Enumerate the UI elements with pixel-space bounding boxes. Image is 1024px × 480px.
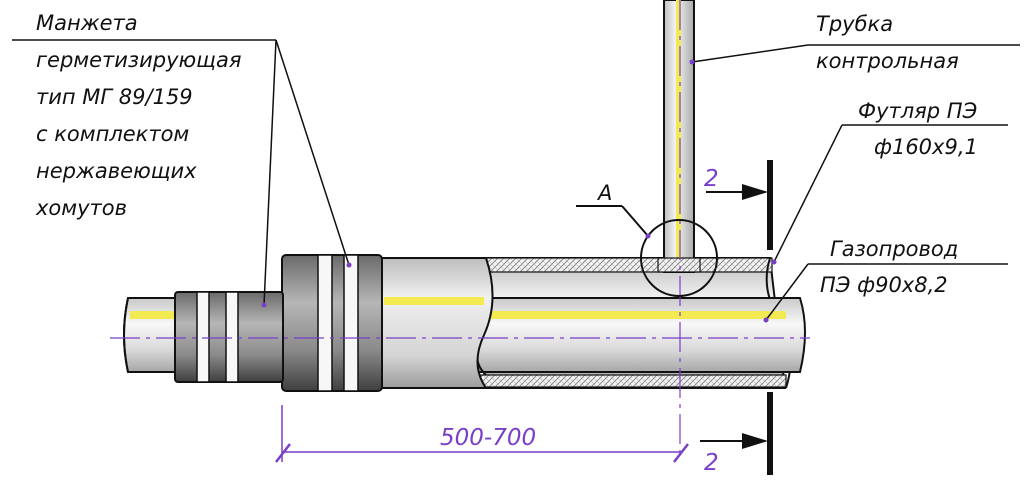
cuff-label-line2: герметизирующая bbox=[36, 48, 241, 72]
dimension-line bbox=[275, 405, 689, 463]
case-wall-top bbox=[481, 257, 773, 273]
case-label-line1: Футляр ПЭ bbox=[858, 99, 978, 123]
cuff-label: Манжета герметизирующая тип МГ 89/159 с … bbox=[35, 11, 241, 220]
case-label: Футляр ПЭ ф160х9,1 bbox=[858, 99, 978, 159]
cuff-label-line1: Манжета bbox=[36, 11, 138, 35]
cuff-label-line3: тип МГ 89/159 bbox=[36, 85, 193, 109]
section-cut-top bbox=[706, 160, 773, 250]
dimension-label: 500-700 bbox=[440, 425, 536, 451]
pipe-label-line1: Газопровод bbox=[830, 237, 958, 261]
clamp-2 bbox=[343, 254, 359, 392]
leader-dots bbox=[261, 59, 777, 323]
leader-lines bbox=[12, 39, 1020, 321]
clamp-3 bbox=[196, 291, 210, 383]
cuff-label-line6: хомутов bbox=[35, 196, 127, 220]
section-cut-bottom bbox=[700, 392, 773, 475]
tube-label: Трубка контрольная bbox=[816, 12, 959, 73]
case-wall-bottom bbox=[479, 374, 787, 388]
pipe-label-line2: ПЭ ф90х8,2 bbox=[820, 273, 948, 297]
control-tube bbox=[657, 0, 701, 273]
section-label-top: 2 bbox=[704, 166, 719, 192]
clamp-4 bbox=[225, 291, 239, 383]
pipe-label: Газопровод ПЭ ф90х8,2 bbox=[820, 237, 958, 297]
callout-label-a: А bbox=[596, 181, 612, 205]
case-label-line2: ф160х9,1 bbox=[874, 135, 978, 159]
cuff-label-line5: нержавеющих bbox=[36, 159, 197, 183]
clamp-1 bbox=[317, 254, 333, 392]
cuff-sleeve bbox=[359, 257, 494, 389]
detail-circle-a bbox=[640, 219, 718, 297]
section-label-bottom: 2 bbox=[704, 450, 719, 475]
axis-lines bbox=[110, 0, 810, 455]
pipe-stripe-left bbox=[130, 311, 180, 319]
cuff-label-line4: с комплектом bbox=[36, 122, 189, 146]
tube-stripe bbox=[676, 0, 681, 272]
tube-label-line1: Трубка bbox=[816, 12, 893, 36]
sealing-cuff bbox=[174, 254, 383, 392]
tube-label-line2: контрольная bbox=[816, 49, 959, 73]
pipe-stripe bbox=[486, 311, 786, 319]
cuff-stripe bbox=[384, 297, 484, 305]
